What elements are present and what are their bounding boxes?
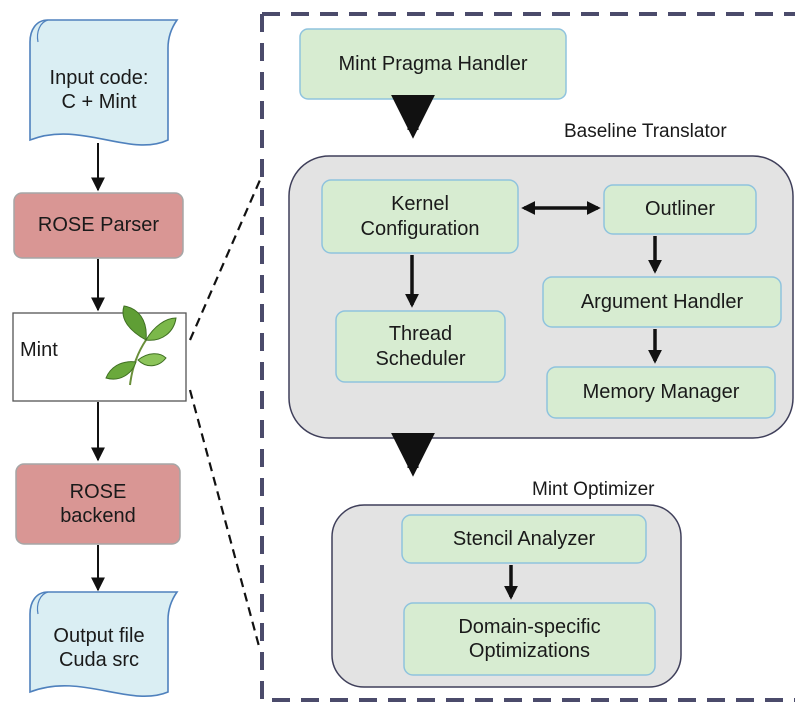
kernel-configuration-label: Kernel Configuration xyxy=(360,193,480,240)
input-code-document xyxy=(29,19,179,146)
outliner-box xyxy=(603,184,757,235)
zoom-line-bottom xyxy=(188,389,262,651)
output-file-label: Output file Cuda src xyxy=(53,624,145,671)
rose-parser-box xyxy=(13,192,184,259)
argument-handler-box xyxy=(542,276,782,328)
thread-scheduler-box xyxy=(335,310,506,383)
memory-manager-label: Memory Manager xyxy=(582,381,740,404)
rose-backend-label: ROSE backend xyxy=(60,480,136,527)
rose-backend-box xyxy=(15,463,181,545)
detail-frame xyxy=(260,12,795,702)
argument-handler-label: Argument Handler xyxy=(580,290,744,313)
stencil-analyzer-box xyxy=(401,514,647,564)
memory-manager-box xyxy=(546,366,776,419)
baseline-translator-title: Baseline Translator xyxy=(564,121,727,142)
stencil-analyzer-label: Stencil Analyzer xyxy=(452,527,596,550)
output-file-document xyxy=(29,591,179,697)
pragma-handler-label: Mint Pragma Handler xyxy=(338,52,528,75)
rose-parser-label: ROSE Parser xyxy=(37,214,160,237)
thread-scheduler-label: Thread Scheduler xyxy=(375,323,466,370)
zoom-line-top xyxy=(188,179,262,341)
mint-leaf-icon xyxy=(105,305,177,386)
outliner-label: Outliner xyxy=(644,198,716,221)
mint-label: Mint xyxy=(20,338,58,361)
domain-optimizations-label: Domain-specific Optimizations xyxy=(458,615,601,662)
domain-optimizations-box xyxy=(403,602,656,676)
kernel-configuration-box xyxy=(321,179,519,254)
input-code-label: Input code: C + Mint xyxy=(49,66,149,113)
mint-optimizer-title: Mint Optimizer xyxy=(532,479,655,500)
